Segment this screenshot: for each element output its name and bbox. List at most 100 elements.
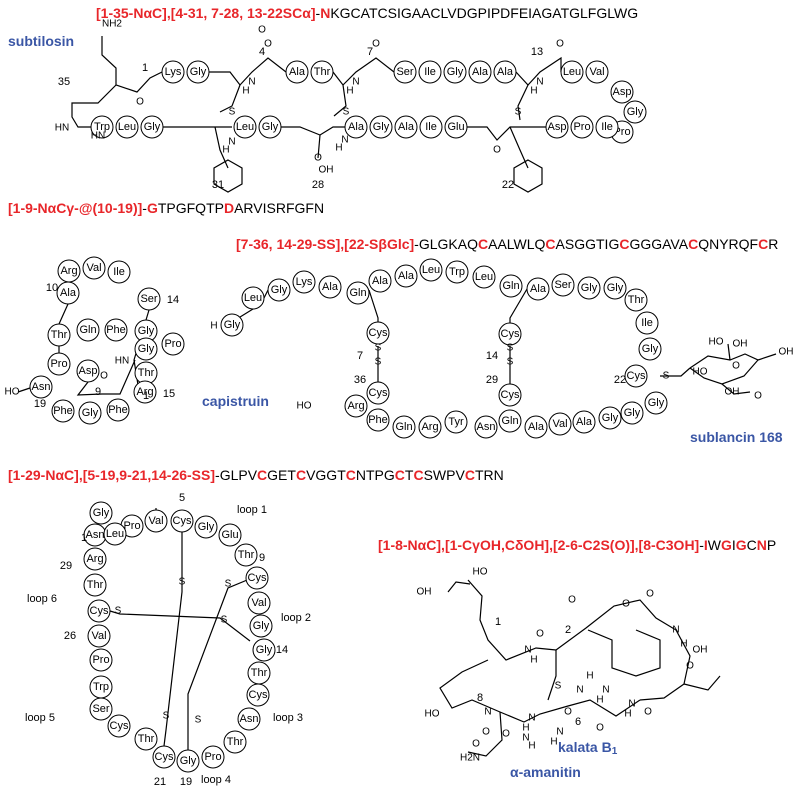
kalata-sequence-header: [1-29-NαC],[5-19,9-21,14-26-SS]-GLPVCGET… [8,467,504,483]
sublancin-cys-label: Cys [501,328,520,340]
subtilosin-residue-gly [258,115,282,139]
kalata-residue-cys-label: Cys [173,515,192,527]
kalata-position-29: 29 [60,560,72,572]
kalata-residue-val-label: Val [148,515,163,527]
subtilosin-residue-gly-label: Gly [262,121,279,133]
capistruin-bond [58,303,69,325]
sublancin-residue-ala [524,415,548,439]
amanitin-backbone-bottom [439,659,641,723]
sublancin-residue-asn-label: Asn [477,421,496,433]
subtilosin-residue-ser [393,60,417,84]
kalata-residue-cys [152,745,176,769]
sublancin-residue-val [548,412,572,436]
subtilosin-residue-ala [468,60,492,84]
amanitin-atom: H [522,723,529,734]
capistruin-macrolactam [76,359,136,396]
subtilosin-residue-ala-label: Ala [348,121,365,133]
sublancin-atom: HO [709,337,724,348]
amanitin-atom: H [586,671,593,682]
kalata-position-21: 21 [154,776,166,788]
sublancin-atom: S [507,357,514,368]
sublancin-atom: O [732,361,740,372]
amanitin-atom: O [646,589,654,600]
sublancin-cys-label: Cys [369,387,388,399]
sublancin-residue-gly [267,278,291,302]
sublancin-residue-leu [472,265,496,289]
subtilosin-residue-gly-label: Gly [190,66,207,78]
amanitin-atom: OH [417,587,432,598]
subtilosin-residue-ala-label: Ala [289,66,306,78]
subtilosin-atom: H [335,143,342,154]
subtilosin-residue-trp-label: Trp [94,121,110,133]
kalata-residue-trp [89,675,113,699]
subtilosin-thioether-4 [219,84,241,113]
subtilosin-residue-glu-label: Glu [447,121,464,133]
subtilosin-residue-ile [595,115,619,139]
kalata-residue-gly [194,515,218,539]
amanitin-position-1: 1 [495,616,501,628]
sublancin-cys [366,381,390,405]
subtilosin-residue-pro-label: Pro [573,121,590,133]
amanitin-atom: HO [473,567,488,578]
kalata-residue-glu [218,523,242,547]
subtilosin-atom: O [136,97,144,108]
amanitin-backbone-top [467,579,557,661]
kalata-residue-ser-label: Ser [92,703,109,715]
kalata-disulfide-5-19 [163,532,183,747]
subtilosin-atom: H [242,86,249,97]
sublancin-residue-gly-label: Gly [607,282,624,294]
subtilosin-residue-ile-label: Ile [601,121,613,133]
subtilosin-phenyl-31 [213,159,243,193]
amanitin-atom: H [680,639,687,650]
kalata-residue-asn-label: Asn [86,529,105,541]
subtilosin-residue-leu [233,115,257,139]
kalata-residue-arg [83,547,107,571]
sublancin-residue-val-label: Val [552,418,567,430]
amanitin-atom: O [482,727,490,738]
subtilosin-atom: N [536,77,543,88]
subtilosin-atom: HN [55,123,69,134]
subtilosin-residue-thr [310,60,334,84]
sublancin-residue-gln [499,274,523,298]
subtilosin-atom: N [352,77,359,88]
sublancin-residue-asn [474,415,498,439]
amanitin-atom: O [568,595,576,606]
kalata-residue-gly [249,614,273,638]
sublancin-residue-ala [526,277,550,301]
capistruin-residue-ser [137,287,161,311]
capistruin-residue-ile [107,260,131,284]
sublancin-residue-arg-label: Arg [421,421,438,433]
sublancin-residue-ala-label: Ala [530,283,547,295]
amanitin-position-6: 6 [575,716,581,728]
subtilosin-residue-ser-label: Ser [396,66,413,78]
kalata-residue-cys-label: Cys [249,689,268,701]
sublancin-residue-ile-label: Ile [641,317,653,329]
sublancin-residue-ala-label: Ala [576,416,593,428]
kalata-residue-thr [134,727,158,751]
subtilosin-position-7: 7 [367,46,373,58]
subtilosin-bottom-link-2 [281,126,345,136]
sublancin-residue-phe [366,408,390,432]
sublancin-glycosyl [660,367,691,377]
sublancin-residue-gly-label: Gly [602,412,619,424]
capistruin-residue-asn-label: Asn [32,381,51,393]
sublancin-residue-leu [241,286,265,310]
sublancin-residue-ser-label: Ser [554,279,571,291]
sublancin-residue-gly [638,337,662,361]
kalata-residue-val-label: Val [91,630,106,642]
capistruin-residue-phe [51,399,75,423]
amanitin-indole [587,629,661,677]
amanitin-dhi-side [447,581,471,593]
kalata-residue-cys [87,599,111,623]
sublancin-residue-gly [644,391,668,415]
amanitin-asn-side [467,711,503,757]
kalata-position-19: 19 [180,776,192,788]
sublancin-residue-gly-n [220,313,244,337]
amanitin-atom: O [536,629,544,640]
kalata-sulfur: S [163,711,170,722]
amanitin-position-8: 8 [477,692,483,704]
sublancin-residue-gly-label: Gly [581,282,598,294]
capistruin-residue-phe [104,318,128,342]
kalata-loop-2: loop 2 [281,612,311,624]
kalata-residue-asn-label: Asn [240,713,259,725]
